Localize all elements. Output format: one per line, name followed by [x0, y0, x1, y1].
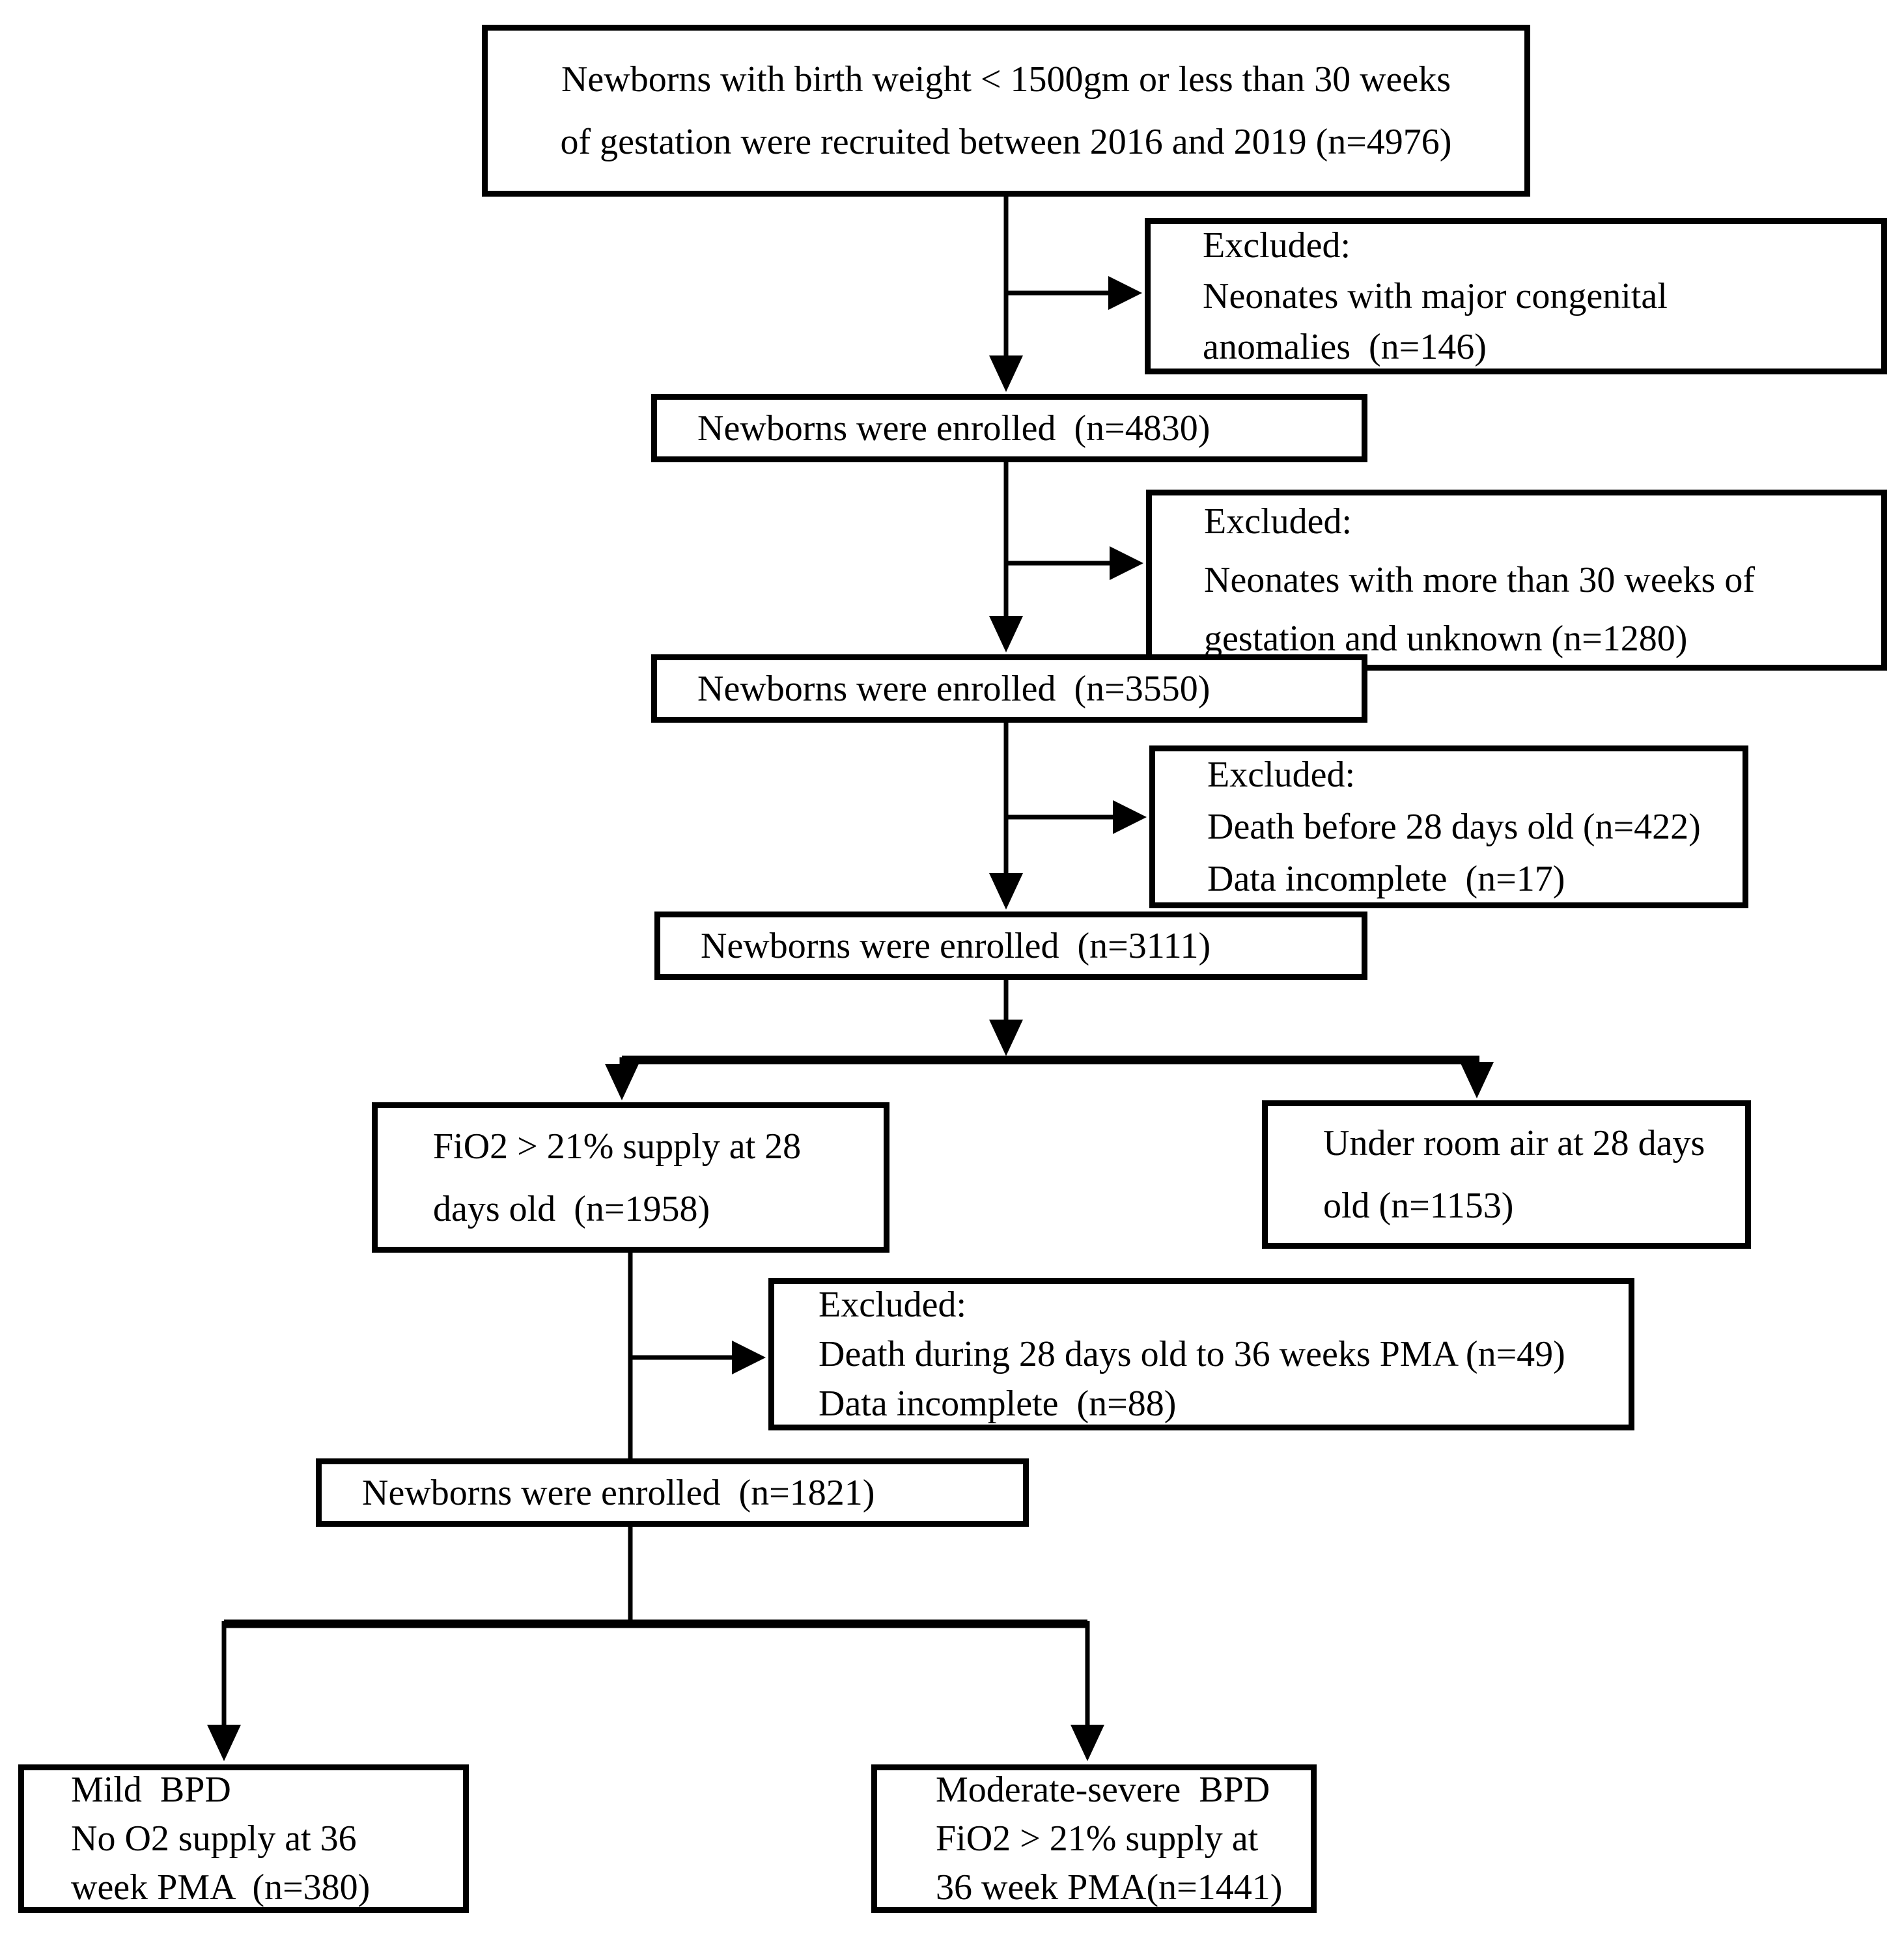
node-mild-bpd-line: week PMA (n=380) [71, 1867, 371, 1908]
arrow-split-to-roomair [1460, 1057, 1494, 1098]
node-fio2-28days-line: FiO2 > 21% supply at 28 [433, 1126, 802, 1167]
arrow-recruited-to-enrolled1 [989, 197, 1023, 392]
node-mild-bpd-line: No O2 supply at 36 [71, 1818, 357, 1859]
node-enrolled-3111-line: Newborns were enrolled (n=3111) [701, 925, 1211, 966]
node-excluded-congenital-line: Excluded: [1203, 225, 1351, 266]
node-room-air-28days-line: Under room air at 28 days [1323, 1123, 1705, 1163]
arrow-enrolled3-to-split [989, 980, 1023, 1056]
arrow-to-excluded4 [630, 1341, 766, 1374]
node-excluded-congenital-line: anomalies (n=146) [1203, 327, 1487, 367]
node-fio2-28days: FiO2 > 21% supply at 28 days old (n=1958… [372, 1102, 889, 1253]
node-excluded-death-pma-line: Data incomplete (n=88) [819, 1384, 1177, 1424]
node-excluded-death-pma: Excluded: Death during 28 days old to 36… [768, 1278, 1634, 1430]
node-moderate-severe-bpd-line: FiO2 > 21% supply at [936, 1818, 1259, 1859]
arrow-split-to-fio2 [605, 1057, 639, 1100]
node-recruited-line: Newborns with birth weight < 1500gm or l… [561, 59, 1451, 100]
node-enrolled-4830: Newborns were enrolled (n=4830) [651, 394, 1367, 462]
arrow-enrolled1-to-enrolled2 [989, 462, 1023, 652]
node-excluded-death28-line: Death before 28 days old (n=422) [1207, 807, 1701, 847]
node-moderate-severe-bpd: Moderate-severe BPD FiO2 > 21% supply at… [871, 1764, 1317, 1913]
arrow-split-to-moderate-severe-bpd [1071, 1621, 1104, 1761]
node-excluded-death-pma-line: Excluded: [819, 1285, 967, 1325]
arrow-split-to-mild-bpd [207, 1621, 241, 1761]
arrow-to-excluded1 [1006, 276, 1142, 310]
node-excluded-death-pma-line: Death during 28 days old to 36 weeks PMA… [819, 1334, 1565, 1374]
node-excluded-death28-line: Excluded: [1207, 755, 1356, 795]
node-fio2-28days-line: days old (n=1958) [433, 1188, 710, 1229]
node-excluded-congenital-line: Neonates with major congenital [1203, 276, 1668, 316]
node-room-air-28days: Under room air at 28 days old (n=1153) [1262, 1100, 1751, 1249]
arrow-to-excluded2 [1006, 546, 1143, 580]
arrow-enrolled2-to-enrolled3 [989, 723, 1023, 910]
node-enrolled-3550-line: Newborns were enrolled (n=3550) [697, 668, 1211, 709]
node-room-air-28days-line: old (n=1153) [1323, 1186, 1514, 1226]
node-enrolled-3111: Newborns were enrolled (n=3111) [654, 912, 1367, 980]
node-excluded-gestation-line: Neonates with more than 30 weeks of [1204, 560, 1755, 600]
node-excluded-gestation-line: gestation and unknown (n=1280) [1204, 619, 1688, 659]
node-excluded-gestation: Excluded: Neonates with more than 30 wee… [1146, 490, 1887, 671]
node-mild-bpd: Mild BPD No O2 supply at 36 week PMA (n=… [18, 1764, 469, 1913]
arrow-to-excluded3 [1006, 800, 1147, 834]
node-excluded-death28-line: Data incomplete (n=17) [1207, 859, 1565, 899]
node-moderate-severe-bpd-line: 36 week PMA(n=1441) [936, 1867, 1283, 1908]
node-recruited-line: of gestation were recruited between 2016… [560, 122, 1452, 162]
node-excluded-death28: Excluded: Death before 28 days old (n=42… [1149, 745, 1748, 908]
node-enrolled-1821-line: Newborns were enrolled (n=1821) [362, 1472, 875, 1513]
node-enrolled-4830-line: Newborns were enrolled (n=4830) [697, 408, 1211, 449]
node-moderate-severe-bpd-line: Moderate-severe BPD [936, 1769, 1270, 1810]
node-excluded-gestation-line: Excluded: [1204, 501, 1352, 542]
node-recruited: Newborns with birth weight < 1500gm or l… [482, 25, 1530, 197]
node-enrolled-3550: Newborns were enrolled (n=3550) [651, 654, 1367, 723]
node-excluded-congenital: Excluded: Neonates with major congenital… [1145, 218, 1887, 374]
node-mild-bpd-line: Mild BPD [71, 1769, 231, 1810]
node-enrolled-1821: Newborns were enrolled (n=1821) [316, 1458, 1029, 1527]
